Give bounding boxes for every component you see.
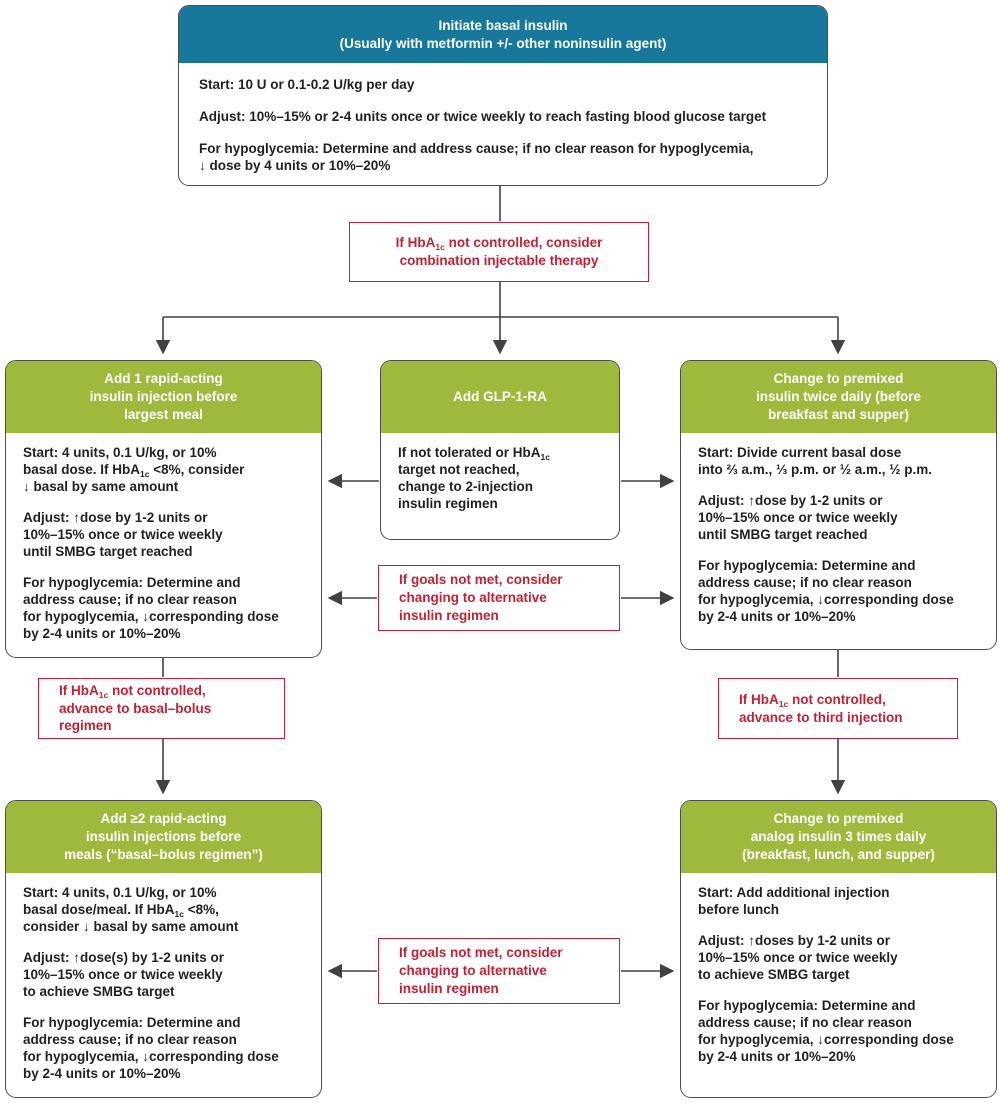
add-1-rapid-acting-body: Start: 4 units, 0.1 U/kg, or 10% basal d… — [6, 433, 321, 652]
premixed-twice-daily-body: Start: Divide current basal dose into ⅔ … — [681, 433, 996, 635]
premixed-3-times-daily-body: Start: Add additional injection before l… — [681, 873, 996, 1075]
premixed-3-times-daily-header: Change to premixed analog insulin 3 time… — [681, 801, 996, 873]
add-2-rapid-acting-box: Add ≥2 rapid-acting insulin injections b… — [5, 800, 322, 1098]
glp1ra-instruction: If not tolerated or HbA1c target not rea… — [398, 445, 550, 511]
decision-alternative-regimen-box-2: If goals not met, consider changing to a… — [378, 938, 620, 1004]
adjust-instruction: Adjust: ↑doses by 1-2 units or 10%–15% o… — [698, 933, 898, 982]
adjust-instruction: Adjust: ↑dose by 1-2 units or 10%–15% on… — [23, 510, 223, 559]
decision-third-injection-box: If HbA1c not controlled, advance to thir… — [718, 678, 958, 739]
add-2-rapid-acting-body: Start: 4 units, 0.1 U/kg, or 10% basal d… — [6, 873, 321, 1092]
decision-alternative-regimen-box-1: If goals not met, consider changing to a… — [378, 565, 620, 631]
add-glp1ra-header: Add GLP-1-RA — [381, 361, 619, 433]
decision-combination-injectable-box: If HbA1c not controlled, consider combin… — [349, 222, 649, 282]
decision-combination-text: If HbA1c not controlled, consider combin… — [395, 235, 603, 268]
adjust-instruction: Adjust: 10%–15% or 2-4 units once or twi… — [199, 109, 767, 124]
hypoglycemia-instruction: For hypoglycemia: Determine and address … — [23, 575, 279, 641]
start-instruction: Start: 10 U or 0.1-0.2 U/kg per day — [199, 77, 415, 92]
hypoglycemia-instruction: For hypoglycemia: Determine and address … — [698, 998, 954, 1064]
hypoglycemia-instruction: For hypoglycemia: Determine and address … — [23, 1015, 279, 1081]
initiate-box-header: Initiate basal insulin (Usually with met… — [179, 6, 827, 63]
hypoglycemia-instruction: For hypoglycemia: Determine and address … — [199, 141, 754, 173]
initiate-basal-insulin-box: Initiate basal insulin (Usually with met… — [178, 5, 828, 186]
adjust-instruction: Adjust: ↑dose by 1-2 units or 10%–15% on… — [698, 493, 898, 542]
initiate-box-body: Start: 10 U or 0.1-0.2 U/kg per day Adju… — [179, 63, 827, 185]
add-1-rapid-acting-box: Add 1 rapid-acting insulin injection bef… — [5, 360, 322, 658]
hypoglycemia-instruction: For hypoglycemia: Determine and address … — [698, 558, 954, 624]
start-instruction: Start: Divide current basal dose into ⅔ … — [698, 445, 933, 477]
add-glp1ra-box: Add GLP-1-RA If not tolerated or HbA1c t… — [380, 360, 620, 540]
add-glp1ra-body: If not tolerated or HbA1c target not rea… — [381, 433, 619, 522]
decision-alternative-text: If goals not met, consider changing to a… — [399, 945, 563, 996]
decision-basal-bolus-text: If HbA1c not controlled, advance to basa… — [59, 682, 212, 734]
start-instruction: Start: 4 units, 0.1 U/kg, or 10% basal d… — [23, 445, 245, 494]
add-2-rapid-acting-header: Add ≥2 rapid-acting insulin injections b… — [6, 801, 321, 873]
premixed-3-times-daily-box: Change to premixed analog insulin 3 time… — [680, 800, 997, 1098]
decision-third-injection-text: If HbA1c not controlled, advance to thir… — [739, 691, 903, 725]
adjust-instruction: Adjust: ↑dose(s) by 1-2 units or 10%–15%… — [23, 950, 225, 999]
start-instruction: Start: Add additional injection before l… — [698, 885, 890, 917]
premixed-twice-daily-header: Change to premixed insulin twice daily (… — [681, 361, 996, 433]
add-1-rapid-acting-header: Add 1 rapid-acting insulin injection bef… — [6, 361, 321, 433]
decision-alternative-text: If goals not met, consider changing to a… — [399, 572, 563, 623]
decision-basal-bolus-box: If HbA1c not controlled, advance to basa… — [38, 678, 285, 739]
premixed-twice-daily-box: Change to premixed insulin twice daily (… — [680, 360, 997, 650]
start-instruction: Start: 4 units, 0.1 U/kg, or 10% basal d… — [23, 885, 239, 934]
